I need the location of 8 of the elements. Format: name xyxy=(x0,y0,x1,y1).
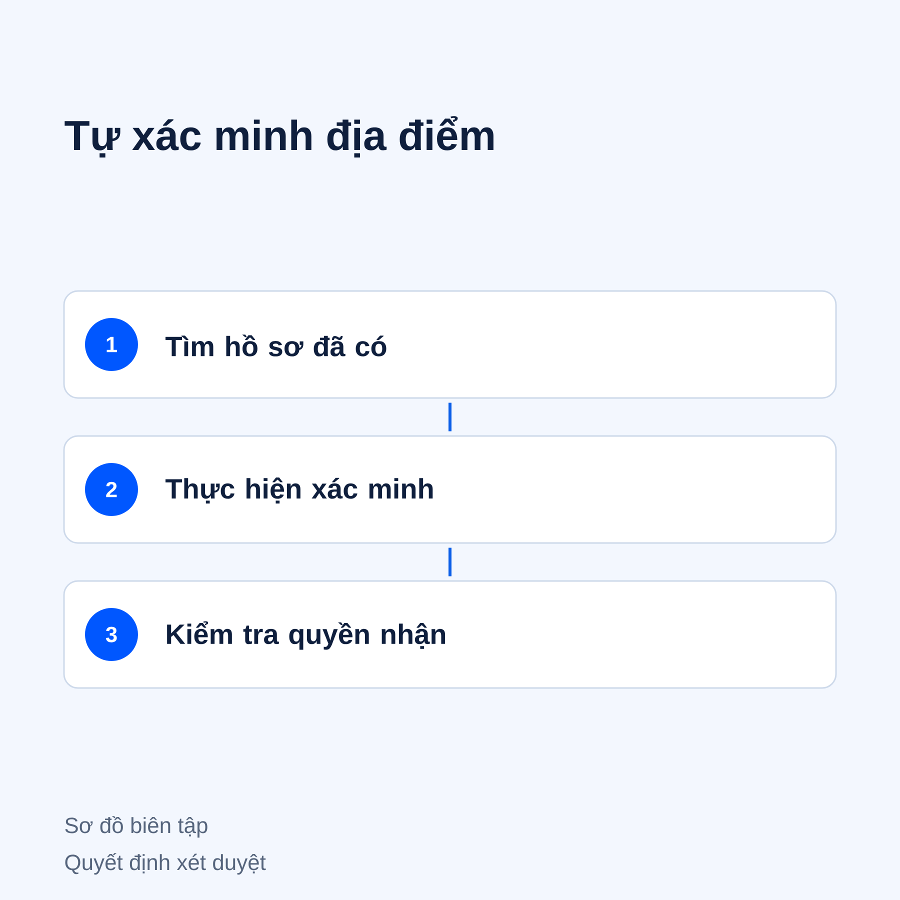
connector-line xyxy=(448,402,452,432)
connector-line xyxy=(448,548,452,576)
footnote: Sơ đồ biên tập xyxy=(65,816,208,838)
step-number: 1 xyxy=(85,318,138,371)
step-number: 2 xyxy=(85,463,138,516)
step-number: 3 xyxy=(85,608,138,661)
footnote: Quyết định xét duyệt xyxy=(65,853,266,875)
title: Tự xác minh địa điểm xyxy=(64,116,494,158)
